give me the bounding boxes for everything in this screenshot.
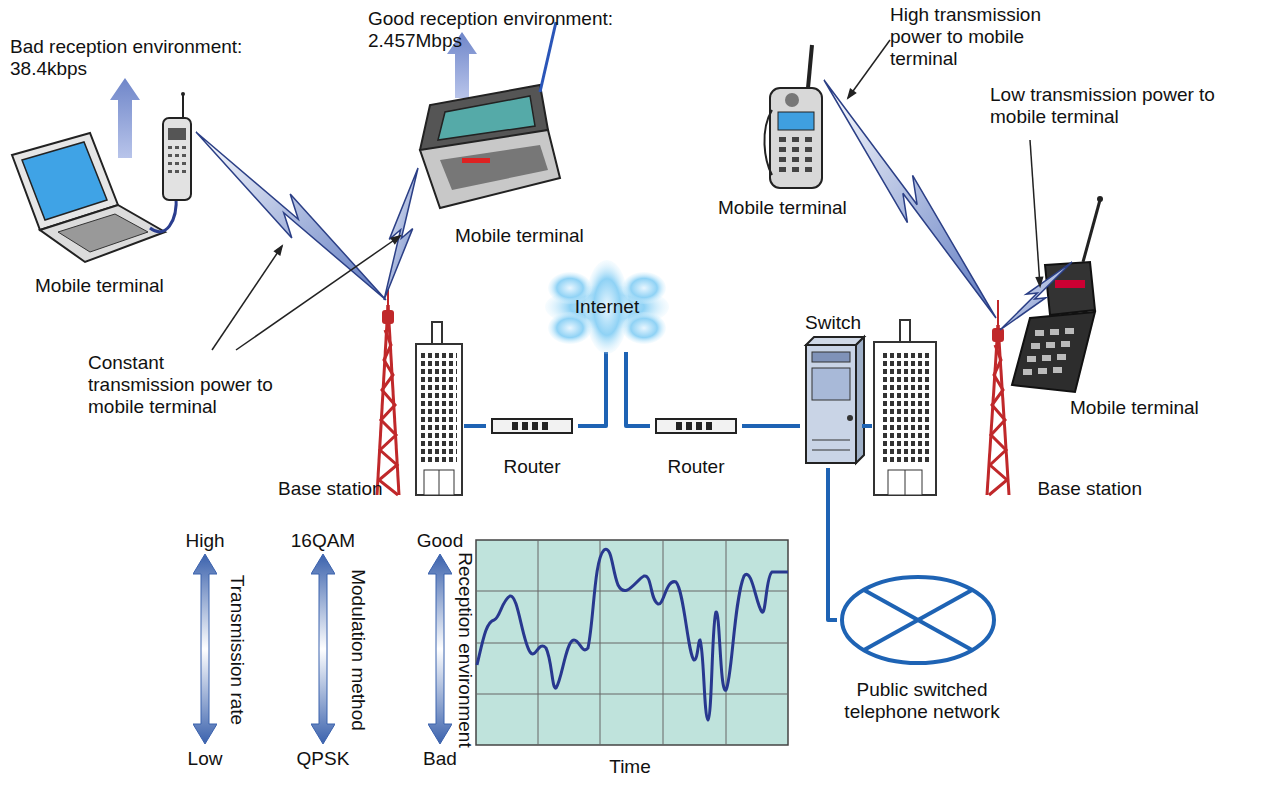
node-label: Router — [503, 456, 560, 478]
network-link — [626, 352, 650, 426]
annotation-label: Mobile terminal — [455, 225, 625, 247]
internet-cloud: Internet — [540, 258, 674, 356]
base-station: Base station — [278, 300, 464, 500]
radio-link — [196, 132, 386, 300]
axis-label: Transmission rate — [226, 575, 248, 725]
annotation-label: Constant transmission power to mobile te… — [88, 352, 273, 418]
switch: Switch — [800, 312, 866, 468]
network-link — [742, 426, 800, 427]
node-label: Base station — [278, 478, 383, 500]
annotation-label: 16QAM — [291, 530, 355, 552]
network-link — [578, 352, 606, 426]
annotation-label: High transmission power to mobile termin… — [890, 4, 1070, 70]
radio-link — [384, 168, 418, 300]
annotation-label: Mobile terminal — [1070, 397, 1240, 419]
annotation-label: Mobile terminal — [718, 197, 888, 219]
axis-label: Reception environment — [454, 552, 476, 747]
node-label: Base station — [1037, 478, 1142, 500]
node-label: Switch — [805, 312, 861, 334]
leader-head — [1036, 277, 1042, 286]
annotation-label: Good reception environment: 2.457Mbps — [368, 8, 648, 52]
node-label: Public switched telephone network — [837, 679, 1007, 723]
axis-label: Modulation method — [347, 569, 369, 731]
leader-head — [391, 236, 400, 243]
node-label: Internet — [575, 296, 639, 318]
leader-line — [848, 40, 890, 98]
annotation-label: Low transmission power to mobile termina… — [990, 84, 1255, 128]
annotation-label: High — [185, 530, 224, 552]
network-link — [828, 468, 837, 620]
annotation-label: Bad reception environment: 38.4kbps — [10, 36, 285, 80]
leader-line — [1030, 140, 1040, 286]
base-station: Base station — [872, 300, 1142, 500]
annotation-label: Low — [188, 748, 223, 770]
radio-link — [824, 80, 996, 318]
annotation-label: Time — [609, 756, 651, 778]
annotation-label: Good — [417, 530, 463, 552]
leader-line — [236, 236, 400, 350]
leader-head — [275, 246, 282, 255]
node-label: Router — [667, 456, 724, 478]
network-link — [464, 426, 486, 427]
telephone-network: Public switched telephone network — [835, 573, 1009, 723]
router: Router — [486, 410, 578, 478]
annotation-label: Mobile terminal — [35, 275, 205, 297]
annotation-label: Bad — [423, 748, 457, 770]
leader-line — [212, 246, 282, 350]
network-symbol — [835, 573, 1009, 723]
radio-link — [1000, 262, 1072, 330]
annotation-label: QPSK — [297, 748, 350, 770]
router: Router — [650, 410, 742, 478]
network-link — [862, 426, 872, 427]
leader-head — [848, 89, 855, 98]
